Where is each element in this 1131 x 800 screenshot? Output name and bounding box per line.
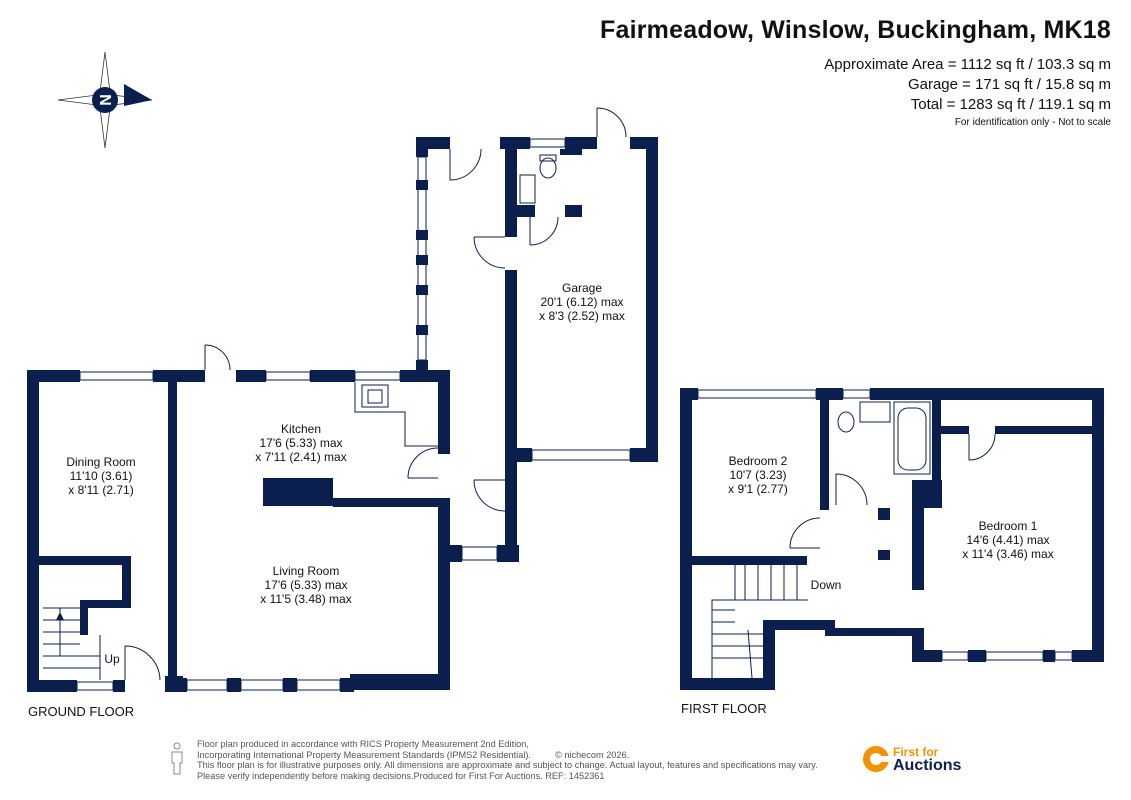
brand-logo-icon (863, 746, 890, 772)
first-floor-walls (680, 388, 1104, 690)
ground-floor-walls (27, 137, 658, 692)
person-scale-icon (171, 742, 183, 775)
garage-area: Garage = 171 sq ft / 15.8 sq m (907, 76, 1111, 93)
svg-text:17'6 (5.33) max: 17'6 (5.33) max (265, 578, 348, 592)
compass-letter: N (98, 94, 115, 106)
footer-disclaimer: Floor plan produced in accordance with R… (197, 739, 818, 781)
svg-text:20'1 (6.12) max: 20'1 (6.12) max (541, 295, 624, 309)
scale-note: For identification only - Not to scale (954, 117, 1111, 128)
stairs-up-label: Up (104, 652, 120, 666)
svg-text:11'10 (3.61): 11'10 (3.61) (70, 469, 133, 483)
brand-auctions: Auctions (893, 757, 962, 774)
svg-text:14'6 (4.41) max: 14'6 (4.41) max (967, 533, 1050, 547)
room-dining: Dining Room 11'10 (3.61) x 8'11 (2.71) (66, 455, 135, 497)
svg-text:x 11'5 (3.48) max: x 11'5 (3.48) max (260, 592, 351, 606)
svg-text:Living Room: Living Room (273, 564, 340, 578)
svg-text:x 8'11 (2.71): x 8'11 (2.71) (68, 483, 133, 497)
stairs-up-arrow-icon (56, 612, 64, 620)
svg-text:Garage: Garage (562, 281, 602, 295)
page-title: Fairmeadow, Winslow, Buckingham, MK18 (600, 16, 1111, 44)
area-summary: Approximate Area = 1112 sq ft / 103.3 sq… (824, 55, 1111, 115)
brand-first-for: First for (893, 745, 939, 759)
svg-text:Dining Room: Dining Room (66, 455, 135, 469)
approx-area: Approximate Area = 1112 sq ft / 103.3 sq… (824, 56, 1111, 73)
stairs-down-label: Down (811, 578, 842, 592)
svg-text:x 9'1 (2.77): x 9'1 (2.77) (728, 482, 788, 496)
total-area: Total = 1283 sq ft / 119.1 sq m (910, 96, 1111, 113)
room-living: Living Room 17'6 (5.33) max x 11'5 (3.48… (260, 564, 351, 606)
room-kitchen: Kitchen 17'6 (5.33) max x 7'11 (2.41) ma… (255, 422, 346, 464)
svg-text:Bedroom 2: Bedroom 2 (729, 454, 788, 468)
ground-floor-label: GROUND FLOOR (28, 704, 135, 719)
svg-text:10'7 (3.23): 10'7 (3.23) (730, 468, 787, 482)
room-garage: Garage 20'1 (6.12) max x 8'3 (2.52) max (539, 281, 625, 323)
room-bedroom-1: Bedroom 1 14'6 (4.41) max x 11'4 (3.46) … (962, 519, 1053, 561)
footer-credit: © nichecom 2026. (555, 750, 630, 760)
first-floor-label: FIRST FLOOR (681, 701, 767, 716)
compass-rose-icon: N (57, 51, 153, 149)
svg-text:17'6 (5.33) max: 17'6 (5.33) max (260, 436, 343, 450)
room-bedroom-2: Bedroom 2 10'7 (3.23) x 9'1 (2.77) (728, 454, 788, 496)
first-floor-windows (697, 389, 1073, 679)
svg-text:x 7'11 (2.41) max: x 7'11 (2.41) max (255, 450, 346, 464)
svg-text:Kitchen: Kitchen (281, 422, 321, 436)
ground-floor-windows (43, 107, 631, 691)
svg-text:x 8'3 (2.52) max: x 8'3 (2.52) max (539, 309, 625, 323)
svg-text:x 11'4 (3.46) max: x 11'4 (3.46) max (962, 547, 1053, 561)
svg-text:Bedroom 1: Bedroom 1 (979, 519, 1038, 533)
